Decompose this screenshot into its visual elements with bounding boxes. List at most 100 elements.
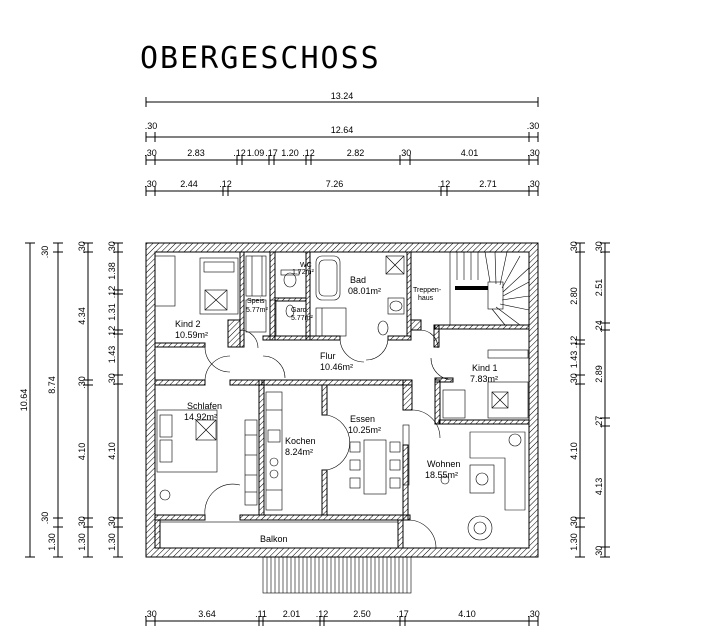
storage-shelves xyxy=(245,255,277,337)
room-wc-name: WC xyxy=(300,262,312,269)
dimension-left-col-a: .304.34.304.10.301.30 xyxy=(77,241,93,558)
dim-label: 2.44 xyxy=(180,179,198,189)
door-swings xyxy=(204,329,454,549)
dim-label: 2.80 xyxy=(569,287,579,305)
kitchen-fixtures xyxy=(265,391,283,511)
svg-text:.30: .30 xyxy=(145,121,158,131)
dim-label: .30 xyxy=(527,609,540,619)
room-kind2-area: 10.59m² xyxy=(175,330,208,340)
dim-label: .12 xyxy=(107,286,117,299)
room-wohnen-name: Wohnen xyxy=(427,459,460,469)
page-title: OBERGESCHOSS xyxy=(140,41,381,76)
svg-text:.30: .30 xyxy=(40,246,50,259)
living-furniture xyxy=(440,431,526,541)
room-bad-area: 08.01m² xyxy=(348,286,381,296)
dim-label: .17 xyxy=(396,609,409,619)
dimension-left-sub: .30 8.74 .30 1.30 xyxy=(40,242,63,558)
room-essen-name: Essen xyxy=(350,414,375,424)
dim-label: .30 xyxy=(144,179,157,189)
dimension-left-total: 10.64 xyxy=(19,242,35,558)
dim-label: .30 xyxy=(77,516,87,529)
dim-label: 4.10 xyxy=(107,442,117,460)
dim-label: .11 xyxy=(255,609,267,619)
room-kochen-name: Kochen xyxy=(285,436,316,446)
room-flur-name: Flur xyxy=(320,351,336,361)
room-speis-name: Speis xyxy=(247,298,265,305)
room-speis-area: 5.77m² xyxy=(246,307,268,314)
svg-text:.30: .30 xyxy=(527,121,540,131)
dim-label: 2.83 xyxy=(187,148,205,158)
kind1-furniture xyxy=(442,349,529,419)
room-gard-area: 5.77m² xyxy=(291,315,313,322)
dim-label: .30 xyxy=(107,516,117,529)
dim-label: .30 xyxy=(594,241,604,254)
dim-label: 7.26 xyxy=(326,179,344,189)
dim-label: .12 xyxy=(302,148,315,158)
dim-label: 2.89 xyxy=(594,365,604,383)
dim-label: 4.01 xyxy=(461,148,479,158)
room-kind1-name: Kind 1 xyxy=(472,363,498,373)
room-balkon-name: Balkon xyxy=(260,534,288,544)
interior-walls xyxy=(154,251,530,549)
dim-label: .12 xyxy=(438,179,451,189)
dim-label: 2.50 xyxy=(353,609,371,619)
room-wohnen-area: 18.55m² xyxy=(425,470,458,480)
dim-label: 3.64 xyxy=(198,609,216,619)
svg-text:.30: .30 xyxy=(40,512,50,525)
dim-label: .30 xyxy=(107,241,117,254)
dim-label: 4.13 xyxy=(594,478,604,496)
room-labels: Kind 2 10.59m² Speis 5.77m² WC 1.72m² Ga… xyxy=(175,262,498,544)
dim-label: .30 xyxy=(569,241,579,254)
dim-label: .30 xyxy=(527,148,540,158)
dim-label: .30 xyxy=(569,373,579,386)
dim-label: .30 xyxy=(527,179,540,189)
svg-text:1.30: 1.30 xyxy=(47,533,57,551)
svg-text:8.74: 8.74 xyxy=(47,376,57,394)
balkon xyxy=(159,521,412,594)
bathroom-fixtures xyxy=(280,255,405,337)
dimension-right-col-a: .302.80.121.43.304.10.301.30 xyxy=(569,241,585,558)
dim-label: .30 xyxy=(594,546,604,559)
room-wc-area: 1.72m² xyxy=(292,269,314,276)
dimension-bottom: .30 3.64 .11 2.01 .12 2.50 .17 4.10 .30 xyxy=(144,609,540,626)
dim-label: .12 xyxy=(107,326,117,339)
dim-label: .30 xyxy=(77,241,87,254)
dim-label: .12 xyxy=(316,609,329,619)
dim-label: 1.30 xyxy=(77,533,87,551)
dim-label: 1.31 xyxy=(107,303,117,321)
dim-label: 4.34 xyxy=(77,307,87,325)
dining-table xyxy=(349,424,410,495)
room-schlafen-name: Schlafen xyxy=(187,401,222,411)
dim-label: .12 xyxy=(233,148,246,158)
dim-label: 1.20 xyxy=(281,148,299,158)
dim-label: .30 xyxy=(144,609,157,619)
schlafen-furniture xyxy=(156,409,258,506)
dim-label: 1.38 xyxy=(107,262,117,280)
dim-label: .30 xyxy=(107,373,117,386)
dim-label: .30 xyxy=(399,148,412,158)
room-treppenhaus-name2: haus xyxy=(418,295,434,302)
dim-label: 1.43 xyxy=(107,346,117,364)
room-gard-name: Gard. xyxy=(291,307,309,314)
room-kochen-area: 8.24m² xyxy=(285,447,313,457)
room-kind2-name: Kind 2 xyxy=(175,319,201,329)
room-flur-area: 10.46m² xyxy=(320,362,353,372)
dimension-top-total: 13.24 xyxy=(145,91,539,107)
dim-label: .12 xyxy=(219,179,232,189)
dimension-right-col-b: .302.51.242.89.274.13.30 xyxy=(594,241,610,558)
room-treppenhaus-name: Treppen- xyxy=(413,287,442,294)
dim-label: 1.30 xyxy=(569,533,579,551)
dimension-left-col-b: .30 1.38 .12 1.31 .12 1.43 .30 4.10 .30 1.30 xyxy=(107,241,123,558)
dim-label: 2.01 xyxy=(283,609,301,619)
dim-label: .27 xyxy=(594,416,604,429)
room-schlafen-area: 14.92m² xyxy=(184,412,217,422)
staircase xyxy=(449,251,530,326)
dim-label: 1.30 xyxy=(107,533,117,551)
dim-label: .30 xyxy=(569,516,579,529)
dim-label: .17 xyxy=(265,148,278,158)
dim-label: 4.10 xyxy=(569,442,579,460)
dim-label: 4.10 xyxy=(458,609,476,619)
